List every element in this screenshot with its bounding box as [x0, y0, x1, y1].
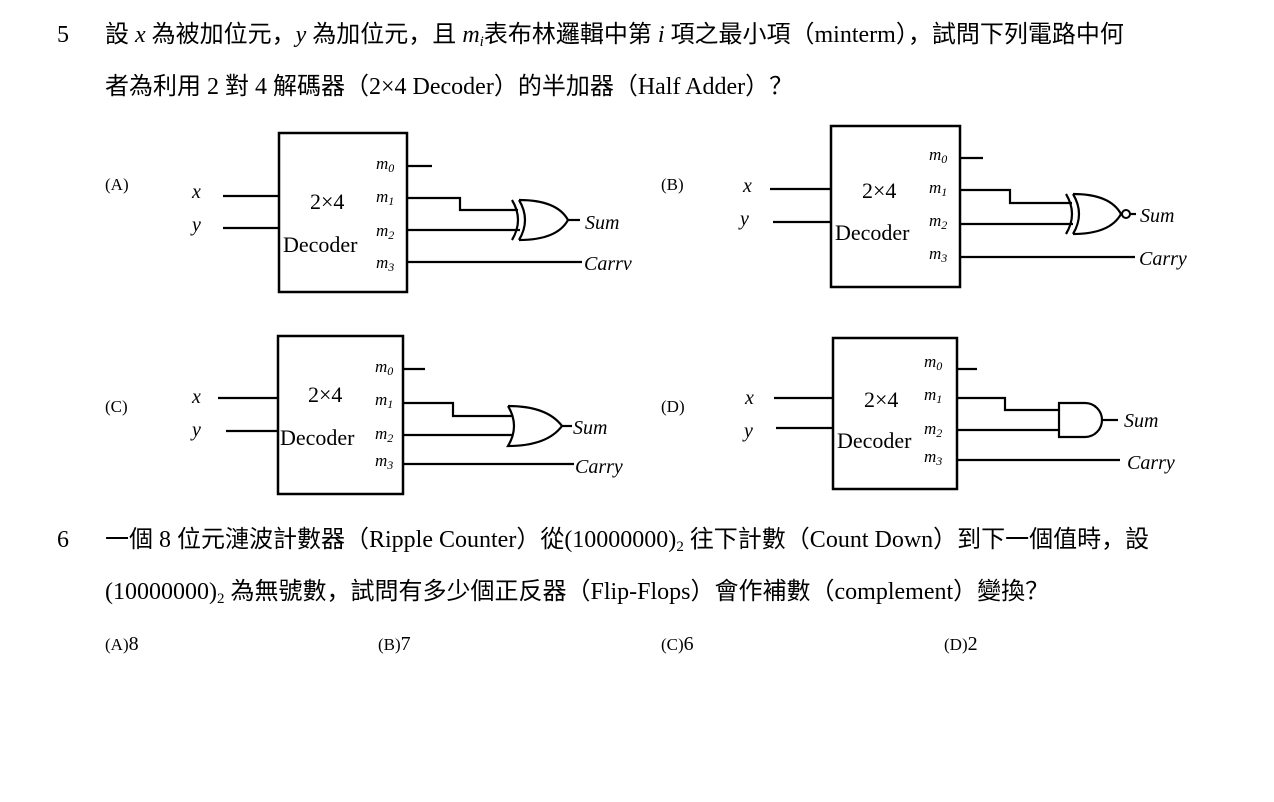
- input-x-a: x: [191, 181, 201, 203]
- output-m1-d: m1: [924, 385, 942, 406]
- question-6-line-1: 一個 8 位元漣波計數器（Ripple Counter）從(10000000)2…: [105, 527, 1150, 555]
- option-b-value: 7: [400, 633, 411, 655]
- decoder-text-bottom-a: Decoder: [283, 232, 358, 257]
- output-m0-c: m0: [375, 357, 393, 378]
- decoder-text-top-d: 2×4: [864, 387, 898, 412]
- output-m0-a: m0: [376, 154, 394, 175]
- option-a-label: (A): [105, 635, 129, 654]
- output-m2-c: m2: [375, 424, 393, 445]
- decoder-text-bottom-b: Decoder: [835, 220, 910, 245]
- carry-label-a: Carrv: [584, 253, 632, 275]
- diagram-label-d: (D): [661, 397, 685, 416]
- decoder-text-top-b: 2×4: [862, 178, 896, 203]
- sum-label-b: Sum: [1140, 205, 1174, 227]
- diagram-label-a: (A): [105, 175, 129, 194]
- output-m1-c: m1: [375, 390, 393, 411]
- option-b[interactable]: (B)7: [378, 632, 411, 657]
- question-6-number: 6: [57, 527, 69, 553]
- decoder-box-a: [277, 131, 409, 294]
- option-b-label: (B): [378, 635, 401, 654]
- option-d[interactable]: (D)2: [944, 632, 978, 657]
- carry-label-d: Carry: [1127, 452, 1175, 474]
- question-5-line-1: 設 x 為被加位元，y 為加位元，且 mi表布林邏輯中第 i 項之最小項（min…: [105, 22, 1124, 50]
- decoder-text-top-a: 2×4: [310, 189, 344, 214]
- input-x-d: x: [744, 387, 754, 409]
- output-m0-b: m0: [929, 145, 947, 166]
- input-y-d: y: [742, 420, 753, 442]
- input-y-c: y: [190, 419, 201, 441]
- decoder-circuit-diagrams: (A) (B) (C) (D) x y 2×4 Decoder m0 m1 m2…: [105, 124, 1187, 496]
- sum-label-c: Sum: [573, 417, 607, 439]
- decoder-box-d: [831, 336, 959, 491]
- output-m3-c: m3: [375, 451, 393, 472]
- diagram-label-b: (B): [661, 175, 684, 194]
- output-m3-a: m3: [376, 253, 394, 274]
- decoder-box-c: [276, 334, 405, 496]
- decoder-box-b: [829, 124, 962, 289]
- input-y-b: y: [738, 208, 749, 230]
- output-m2-d: m2: [924, 419, 942, 440]
- question-5-line-2: 者為利用 2 對 4 解碼器（2×4 Decoder）的半加器（Half Add…: [105, 74, 794, 100]
- output-m2-b: m2: [929, 211, 947, 232]
- question-5-number: 5: [57, 22, 69, 48]
- carry-label-b: Carry: [1139, 248, 1187, 270]
- input-y-a: y: [190, 214, 201, 236]
- diagram-label-c: (C): [105, 397, 128, 416]
- output-m2-a: m2: [376, 221, 394, 242]
- output-m3-b: m3: [929, 244, 947, 265]
- output-m1-a: m1: [376, 187, 394, 208]
- input-x-b: x: [742, 175, 752, 197]
- sum-label-a: Sum: [585, 212, 619, 234]
- output-m1-b: m1: [929, 178, 947, 199]
- decoder-text-bottom-d: Decoder: [837, 428, 912, 453]
- decoder-text-bottom-c: Decoder: [280, 425, 355, 450]
- decoder-text-top-c: 2×4: [308, 382, 342, 407]
- option-a[interactable]: (A)8: [105, 632, 139, 657]
- option-d-value: 2: [967, 633, 978, 655]
- carry-label-c: Carry: [575, 456, 623, 478]
- option-c-value: 6: [683, 633, 694, 655]
- question-6-line-2: (10000000)2 為無號數，試問有多少個正反器（Flip-Flops）會作…: [105, 579, 1050, 607]
- option-c-label: (C): [661, 635, 684, 654]
- option-d-label: (D): [944, 635, 968, 654]
- option-a-value: 8: [128, 633, 139, 655]
- output-m3-d: m3: [924, 447, 942, 468]
- sum-label-d: Sum: [1124, 410, 1158, 432]
- input-x-c: x: [191, 386, 201, 408]
- option-c[interactable]: (C)6: [661, 632, 694, 657]
- output-m0-d: m0: [924, 352, 942, 373]
